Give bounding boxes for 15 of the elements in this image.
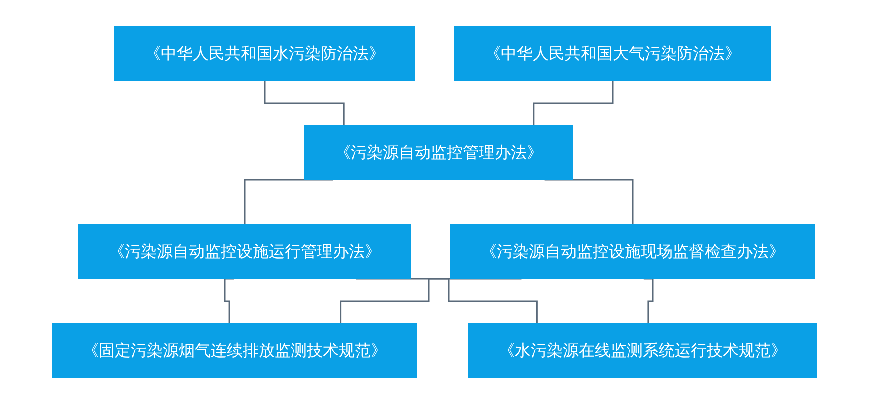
connector xyxy=(532,80,614,126)
node-box: 《中华人民共和国水污染防治法》 xyxy=(114,26,415,81)
connector xyxy=(224,278,234,324)
connector xyxy=(244,178,333,224)
connector xyxy=(544,178,634,224)
connector xyxy=(264,80,344,126)
connector xyxy=(643,278,654,324)
connector xyxy=(340,278,522,324)
node-box: 《中华人民共和国大气污染防治法》 xyxy=(454,26,771,81)
node-box: 《污染源自动监控管理办法》 xyxy=(304,125,573,180)
connector xyxy=(356,278,538,324)
node-box: 《水污染源在线监测系统运行技术规范》 xyxy=(468,323,817,378)
node-box: 《固定污染源烟气连续排放监测技术规范》 xyxy=(52,323,417,378)
node-box: 《污染源自动监控设施现场监督检查办法》 xyxy=(450,224,815,279)
node-box: 《污染源自动监控设施运行管理办法》 xyxy=(78,224,411,279)
